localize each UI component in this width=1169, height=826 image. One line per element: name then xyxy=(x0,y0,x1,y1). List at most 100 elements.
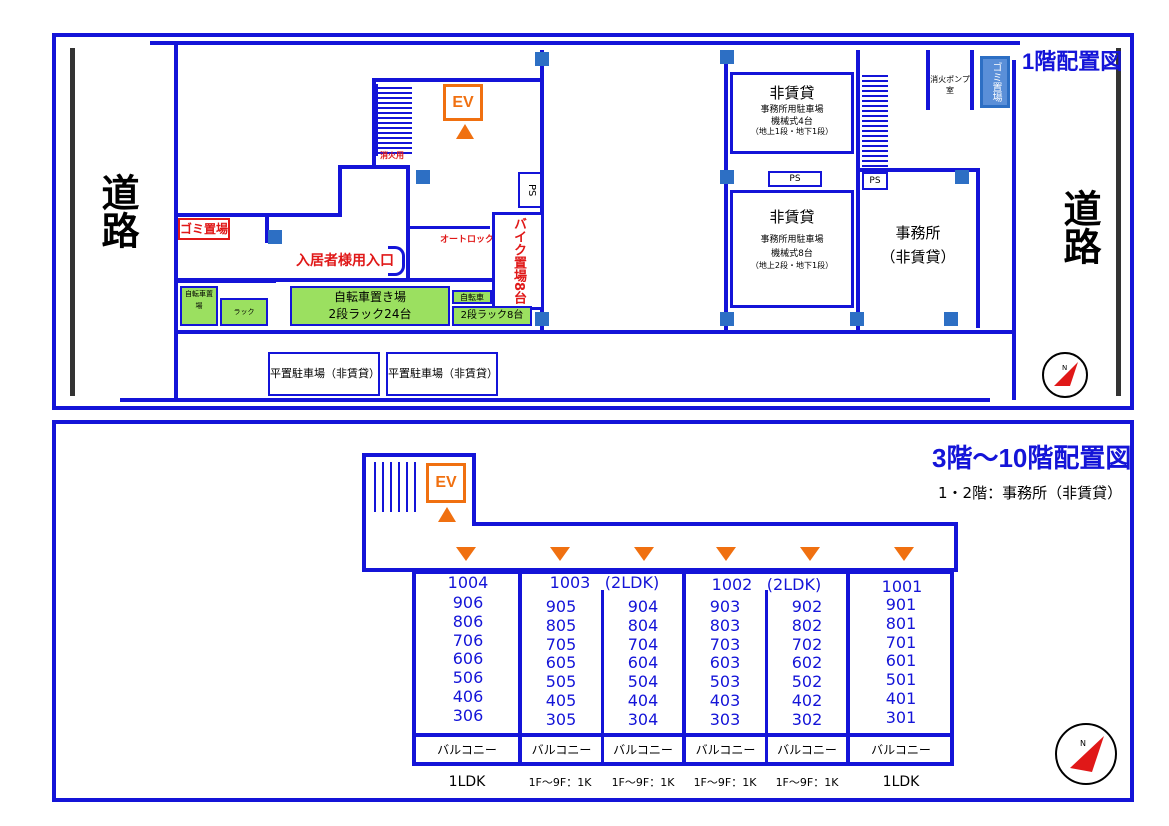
garbage-right: ゴミ置場 xyxy=(980,56,1010,108)
stairs xyxy=(862,72,888,168)
wall xyxy=(954,522,958,572)
unit-number: 404 xyxy=(627,690,659,710)
unit-number: 403 xyxy=(709,690,741,710)
elevator: EV xyxy=(443,84,483,121)
parking-1-sub: 事務所用駐車場 xyxy=(760,105,824,115)
parking-1-sub: （地上1段・地下1段） xyxy=(750,127,834,136)
balcony-label: バルコニー xyxy=(777,743,837,757)
unit-number: 502 xyxy=(791,672,823,692)
wall xyxy=(724,50,728,330)
wall xyxy=(338,165,408,169)
unit-entry-icon xyxy=(800,547,820,561)
unit-number: 901 xyxy=(885,595,917,614)
pillar xyxy=(416,170,430,184)
bike-parking-small: 自転車 xyxy=(452,290,492,304)
parking-2-sub: （地上2段・地下1段） xyxy=(750,261,834,270)
wall xyxy=(518,570,522,766)
unit-number: 306 xyxy=(452,705,484,725)
unit-number: 501 xyxy=(885,670,917,690)
compass-icon: N xyxy=(1055,723,1117,785)
balcony-label: バルコニー xyxy=(695,743,756,757)
unit-number: 806 xyxy=(452,611,484,631)
unit-number: 402 xyxy=(791,690,823,710)
flat-parking-2: 平置駐車場（非賃貸） xyxy=(386,352,498,396)
balcony-label: バルコニー xyxy=(871,743,931,757)
pillar xyxy=(720,50,734,64)
floor3-panel xyxy=(52,420,1134,802)
wall xyxy=(856,168,976,172)
pillar xyxy=(535,52,549,66)
bike-parking-title: 自転車置き場 xyxy=(333,290,406,304)
balcony-label: バルコニー xyxy=(613,743,673,757)
office-sub: （非賃貸） xyxy=(880,248,956,266)
unit-header: 1001 xyxy=(881,577,923,596)
wall xyxy=(362,453,366,571)
svg-text:N: N xyxy=(1080,739,1086,748)
wall xyxy=(926,50,930,110)
balcony-label: バルコニー xyxy=(437,743,497,757)
unit-number: 603 xyxy=(709,653,741,673)
wall xyxy=(362,453,472,457)
wall xyxy=(765,590,768,766)
unit-number: 803 xyxy=(709,615,741,635)
ps-box: PS xyxy=(862,172,888,190)
elevator-entry-icon xyxy=(456,124,474,139)
office-parking-1 xyxy=(730,72,854,154)
wall xyxy=(410,226,490,229)
elevator: EV xyxy=(426,463,466,503)
wall xyxy=(120,398,990,402)
balcony-label: バルコニー xyxy=(531,743,592,757)
parking-2-sub: 事務所用駐車場 xyxy=(760,235,824,245)
flat-parking-1: 平置駐車場（非賃貸） xyxy=(268,352,380,396)
wall xyxy=(970,50,974,110)
compass-icon: N xyxy=(1042,352,1088,398)
fire-stair-label: 消火用 xyxy=(380,151,404,160)
wall xyxy=(372,78,542,82)
parking-1-title: 非賃貸 xyxy=(769,84,815,102)
unit-number: 302 xyxy=(791,709,823,729)
unit-number: 301 xyxy=(885,707,917,727)
unit-number: 601 xyxy=(885,651,917,671)
unit-number: 705 xyxy=(545,634,577,654)
wall xyxy=(406,165,410,280)
pump-room-label: 消火ポンプ室 xyxy=(930,75,970,95)
unit-number: 405 xyxy=(545,690,577,710)
floor3-subtitle: 1・2階：事務所（非賃貸） xyxy=(938,484,1123,502)
bike-parking-main: 自転車置き場 2段ラック24台 xyxy=(290,286,450,326)
wall xyxy=(846,570,850,766)
unit-number: 401 xyxy=(885,688,917,708)
wall xyxy=(472,522,958,526)
stairs xyxy=(376,84,412,156)
unit-number: 506 xyxy=(452,668,484,688)
unit-entry-icon xyxy=(634,547,654,561)
pillar xyxy=(535,312,549,326)
unit-number: 906 xyxy=(452,593,484,612)
unit-number: 706 xyxy=(452,630,484,650)
wall xyxy=(150,41,1020,45)
unit-number: 904 xyxy=(627,597,659,616)
floor1-title: 1階配置図 xyxy=(1022,49,1123,74)
bike-area-left: ラック xyxy=(220,298,268,326)
bike-parking-small: 2段ラック8台 xyxy=(452,306,532,326)
stairs xyxy=(368,462,420,512)
unit-header: (2LDK) xyxy=(604,573,660,592)
pillar xyxy=(955,170,969,184)
unit-number: 305 xyxy=(545,709,577,729)
unit-number: 903 xyxy=(709,597,741,616)
unit-number: 701 xyxy=(885,632,917,652)
wall xyxy=(976,168,980,328)
garbage-area: ゴミ置場 xyxy=(178,218,230,240)
office-parking-2 xyxy=(730,190,854,308)
ps-box: PS xyxy=(768,171,822,187)
bike-parking-sub: 2段ラック24台 xyxy=(328,307,412,321)
unit-number: 304 xyxy=(627,709,659,729)
wall xyxy=(1012,60,1016,400)
wall xyxy=(372,80,376,165)
bike-parking-vertical: バイク置場8台 xyxy=(492,212,544,310)
unit-number: 604 xyxy=(627,653,659,673)
